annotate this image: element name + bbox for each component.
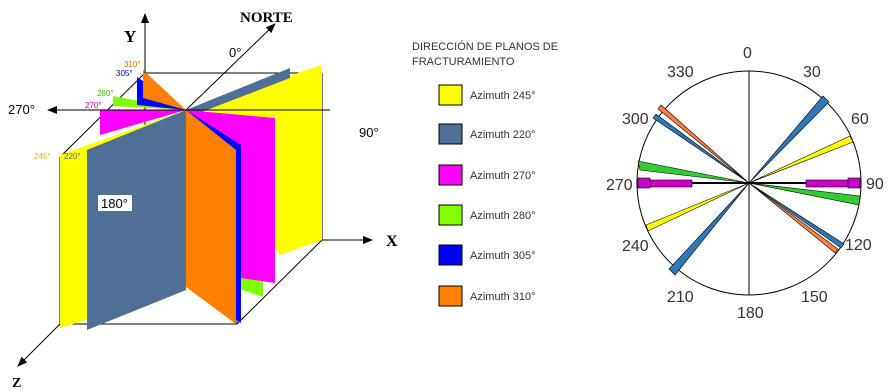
petal-215 — [668, 182, 750, 276]
tag-280: 280° — [97, 89, 114, 98]
tag-245: 245° — [34, 152, 51, 161]
legend-swatch — [438, 84, 463, 106]
legend-label: Azimuth 270° — [470, 170, 536, 182]
petal-065 — [748, 135, 854, 184]
petal-090-tip — [847, 177, 861, 189]
legend-label: Azimuth 220° — [470, 129, 536, 141]
legend-item: Azimuth 280° — [438, 204, 536, 226]
plane-310-left — [143, 70, 186, 110]
plane-220-front — [87, 110, 186, 330]
rose-label-0: 0 — [743, 45, 752, 62]
rose-label-240: 240 — [622, 238, 649, 255]
legend-swatch — [438, 164, 463, 186]
legend-swatch — [438, 204, 463, 226]
rose-label-60: 60 — [851, 111, 869, 128]
tag-220: 220° — [64, 152, 81, 161]
legend-item: Azimuth 310° — [438, 285, 536, 307]
tag-310: 310° — [124, 60, 141, 69]
tag-305: 305° — [116, 69, 133, 78]
petal-090 — [805, 179, 862, 188]
legend: DIRECCIÓN DE PLANOS DE FRACTURAMIENTO Az… — [412, 40, 558, 307]
deg-0-label: 0° — [229, 45, 241, 60]
rose-label-120: 120 — [845, 237, 872, 254]
svg-text:180°: 180° — [101, 196, 128, 211]
legend-swatch — [438, 285, 463, 307]
plane-270-left — [100, 110, 186, 135]
petal-270 — [636, 179, 693, 188]
legend-label: Azimuth 305° — [470, 250, 536, 262]
legend-item: Azimuth 305° — [438, 244, 536, 266]
legend-item: Azimuth 245° — [438, 84, 536, 106]
petal-125 — [748, 182, 845, 249]
north-label: NORTE — [240, 10, 293, 26]
y-label: Y — [124, 27, 136, 46]
legend-label: Azimuth 280° — [470, 210, 536, 222]
deg-270-label: 270° — [8, 102, 35, 117]
axes — [17, 13, 373, 367]
petal-245 — [645, 182, 750, 232]
rose-label-90: 90 — [866, 176, 884, 193]
z-axis-arrow — [17, 323, 61, 367]
petal-310 — [657, 104, 750, 184]
north-axis — [185, 23, 276, 111]
rose-diagram: 0 30 60 90 120 150 180 210 240 270 300 3… — [606, 45, 884, 322]
legend-label: Azimuth 310° — [470, 291, 536, 303]
deg-180-box: 180° — [98, 195, 132, 211]
x-label: X — [386, 233, 398, 250]
legend-title-line1: DIRECCIÓN DE PLANOS DE — [412, 40, 558, 53]
rose-label-30: 30 — [803, 64, 821, 81]
deg-90-label: 90° — [359, 125, 379, 140]
rose-label-300: 300 — [622, 111, 649, 128]
block-diagram: Y NORTE 0° 90° 270° X Z 180° 310° 305° 2… — [8, 10, 398, 391]
rose-label-330: 330 — [667, 64, 694, 81]
petal-100 — [748, 182, 861, 206]
plane-310-right — [186, 110, 236, 324]
legend-title-line2: FRACTURAMIENTO — [412, 56, 515, 68]
legend-item: Azimuth 270° — [438, 164, 536, 186]
rose-label-180: 180 — [737, 305, 764, 322]
legend-label: Azimuth 245° — [470, 90, 536, 102]
rose-label-210: 210 — [667, 289, 694, 306]
rose-label-270: 270 — [606, 177, 633, 194]
rose-label-150: 150 — [801, 289, 828, 306]
petal-305 — [652, 113, 750, 184]
petal-280 — [637, 160, 750, 184]
legend-item: Azimuth 220° — [438, 123, 536, 145]
legend-swatch — [438, 123, 463, 145]
petal-130 — [748, 182, 839, 254]
z-label: Z — [12, 376, 21, 391]
petal-270-tip — [637, 177, 651, 189]
petal-035 — [748, 95, 830, 184]
legend-swatch — [438, 244, 463, 266]
tag-270: 270° — [85, 101, 102, 110]
plane-220-back — [186, 68, 290, 118]
